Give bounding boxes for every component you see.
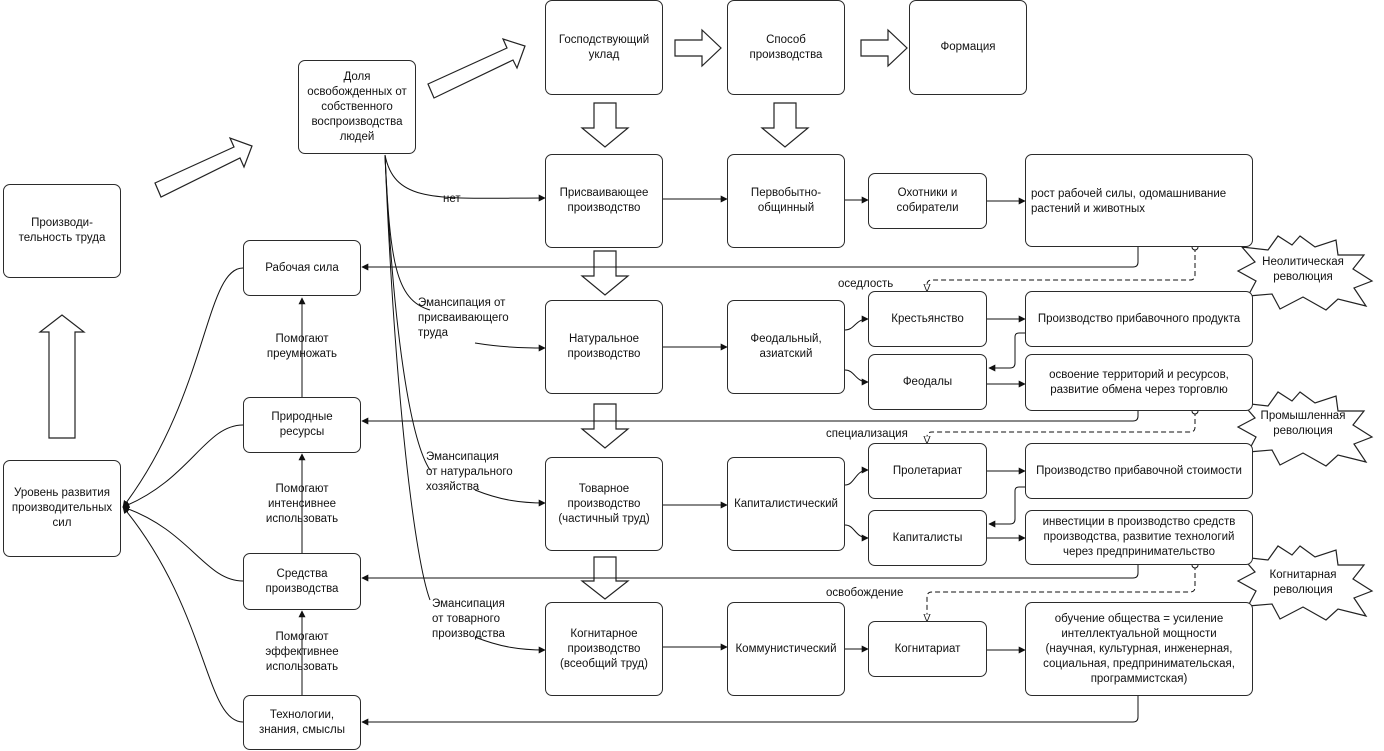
dominant-mode-node: Господствующий уклад [545,0,663,95]
outcome-surplus-value-node: Производство прибавочной стоимости [1025,443,1253,499]
block-arrow-right-2 [860,28,908,68]
hunters-node: Охотники и собиратели [868,173,987,229]
revolution-neolithic-label: Неолитическая революция [1262,256,1344,283]
burst-neolithic [1236,235,1374,311]
feudals-node: Феодалы [868,354,987,410]
block-arrow-down-1 [580,102,630,148]
block-arrow-right-1 [674,28,722,68]
label-no: нет [443,193,461,205]
block-arrow-diagonal-2 [427,38,526,99]
label-specialization: специализация [826,428,908,440]
label-help-multiply: Помогают преумножать [266,333,338,360]
label-settled: оседлость [838,278,894,290]
block-arrow-down-2 [760,102,810,148]
capitalist-mode-node: Капиталистический [727,457,845,551]
outcome-territory-node: освоение территорий и ресурсов, развитие… [1025,354,1253,411]
outcome-surplus-product-node: Производство прибавочного продукта [1025,291,1253,347]
cognitarian-production-node: Когнитарное производство (всеобщий труд) [545,602,663,696]
proletariat-node: Пролетариат [868,443,987,499]
communist-mode-node: Коммунистический [727,602,845,696]
label-eman-commodity: Эмансипация от товарного производства [432,598,505,640]
peasantry-node: Крестьянство [868,291,987,347]
capitalists-node: Капиталисты [868,510,987,566]
block-arrow-down-4 [580,403,630,449]
outcome-growth-node: рост рабочей силы, одомашнивание растени… [1025,154,1253,247]
share-freed-node: Доля освобожденных от собственного воспр… [298,60,416,154]
label-liberation: освобождение [826,587,904,599]
level-node: Уровень развития производительных сил [3,460,121,557]
label-eman-natural: Эмансипация от натурального хозяйства [426,451,513,493]
block-arrow-up [38,314,86,439]
outcome-investment-node: инвестиции в производство средств произв… [1025,510,1253,565]
revolution-industrial-label: Промышленная революция [1260,410,1346,437]
formation-node: Формация [909,0,1027,95]
primitive-mode-node: Первобытно- общинный [727,154,845,248]
natural-resources-node: Природные ресурсы [243,397,361,453]
label-eman-appropriating: Эмансипация от присваивающего труда [418,297,509,339]
appropriating-production-node: Присваивающее производство [545,154,663,248]
labor-force-node: Рабочая сила [243,240,361,296]
means-of-production-node: Средства производства [243,553,361,610]
revolution-cognitive-label: Когнитарная революция [1269,569,1337,596]
label-help-efficient: Помогают эффективнее использовать [265,631,339,673]
feudal-mode-node: Феодальный, азиатский [727,300,845,394]
outcome-education-node: обучение общества = усиление интеллектуа… [1025,602,1253,696]
block-arrow-down-3 [580,250,630,296]
block-arrow-diagonal-1 [154,136,253,198]
productivity-node: Производи- тельность труда [3,184,121,278]
production-method-node: Способ производства [727,0,845,95]
commodity-production-node: Товарное производство (частичный труд) [545,457,663,551]
cognitariat-node: Когнитариат [868,621,987,677]
label-help-intensive: Помогают интенсивнее использовать [265,483,339,525]
natural-production-node: Натуральное производство [545,300,663,394]
technologies-node: Технологии, знания, смыслы [243,695,361,750]
